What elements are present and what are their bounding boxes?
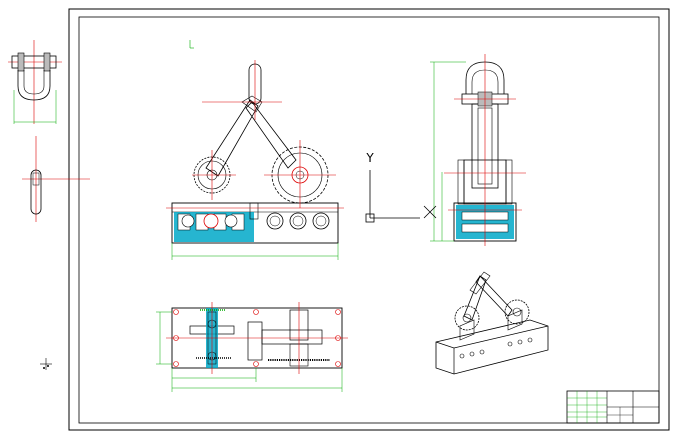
sheet-border-outer bbox=[68, 8, 670, 431]
isometric-view[interactable] bbox=[435, 271, 549, 375]
side-view[interactable] bbox=[430, 54, 526, 246]
ucs-marker-small bbox=[40, 358, 52, 370]
ucs-y-label: Y bbox=[365, 151, 374, 165]
top-view[interactable] bbox=[156, 302, 348, 392]
ucs-icon[interactable]: Y bbox=[365, 151, 437, 223]
detail-pin[interactable] bbox=[22, 136, 90, 222]
front-view[interactable] bbox=[166, 40, 344, 260]
title-block[interactable] bbox=[566, 390, 660, 424]
sheet-border-inner bbox=[78, 16, 660, 424]
detail-clevis-top[interactable] bbox=[8, 40, 62, 124]
